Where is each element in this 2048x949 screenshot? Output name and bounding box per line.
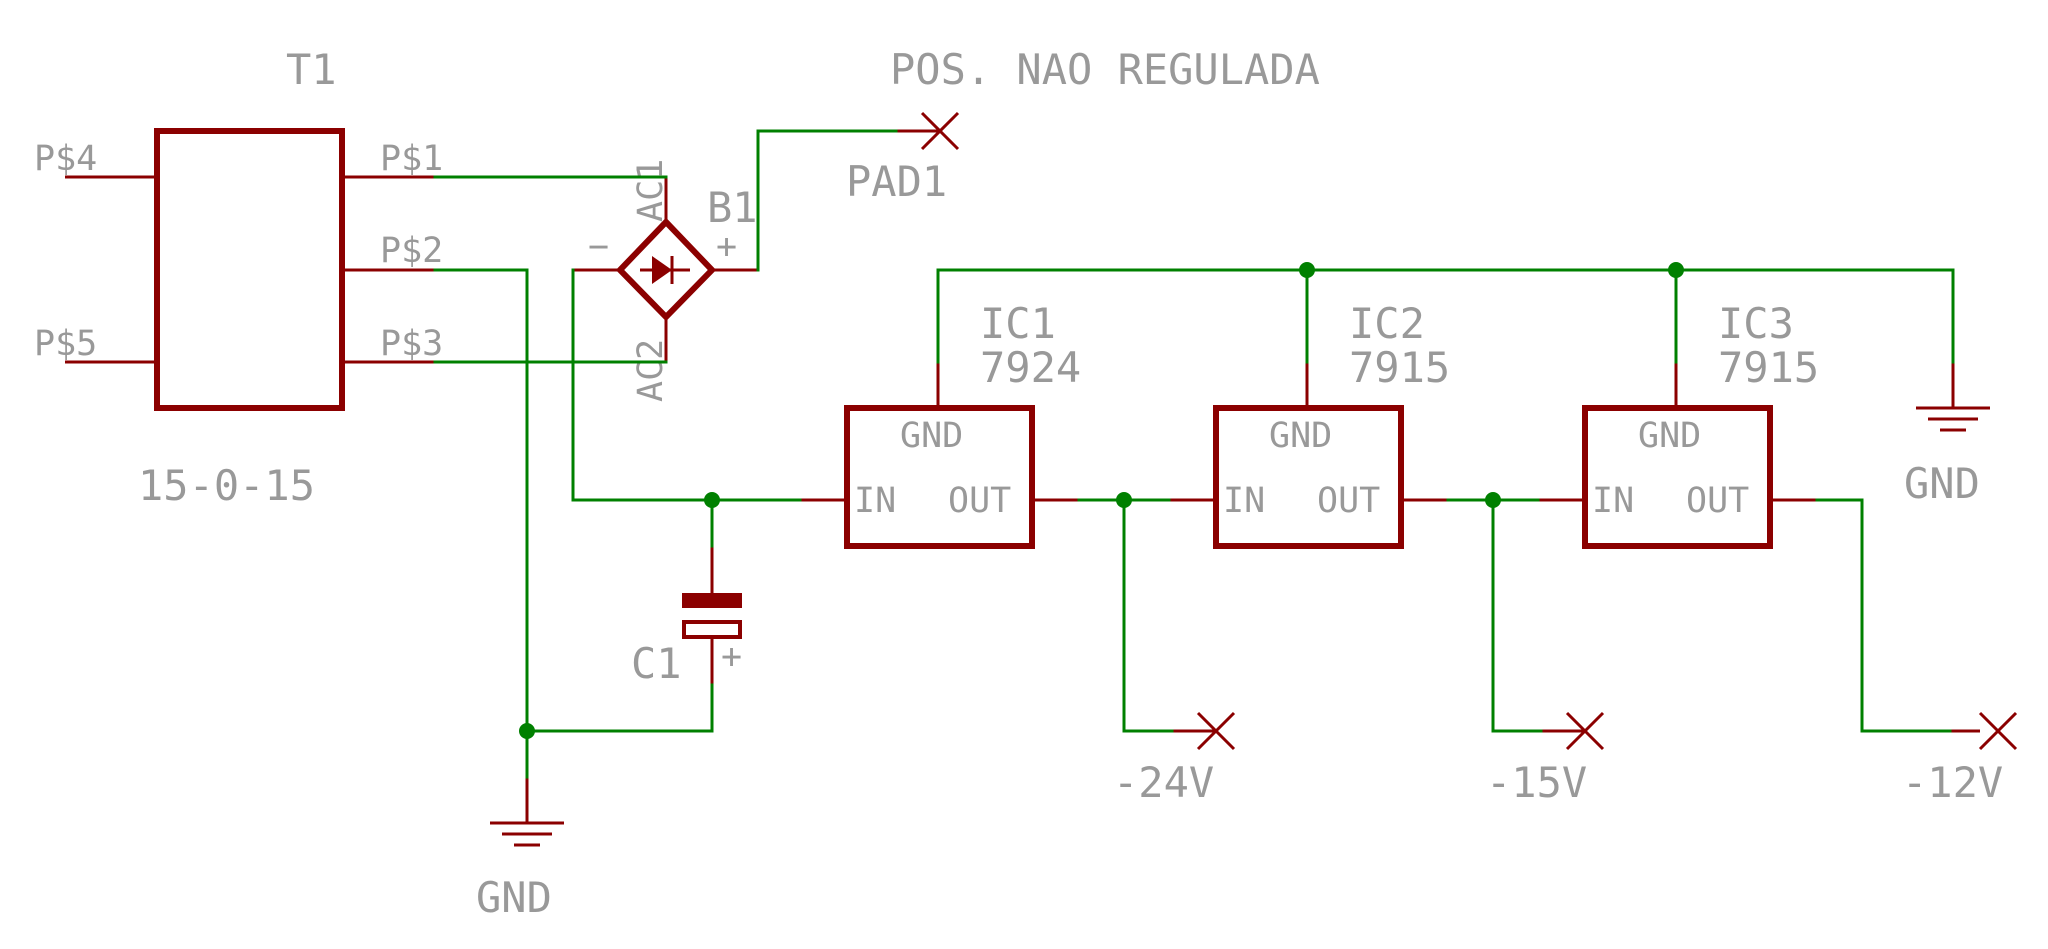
transformer-name: T1 xyxy=(286,45,337,94)
transformer-body xyxy=(154,128,345,411)
regulator-in-label: IN xyxy=(1592,481,1634,521)
capacitor-c1: C1 + xyxy=(631,546,742,688)
junction-dot xyxy=(1485,492,1501,508)
wire-p2-to-gnd xyxy=(433,268,529,779)
regulator-in-label: IN xyxy=(854,481,896,521)
ground-symbol-right: GND xyxy=(1904,362,1990,508)
regulator-value: 7924 xyxy=(980,343,1081,392)
capacitor-negative-plate xyxy=(682,593,742,608)
regulator-gnd-label: GND xyxy=(1638,416,1701,456)
output-label: -15V xyxy=(1486,758,1587,807)
pad-cross-2 xyxy=(920,111,960,151)
bridge-rectifier-b1: B1 AC1 AC2 − + xyxy=(573,159,758,402)
output-terminal-minus12v: -12V xyxy=(1902,711,2018,807)
regulator-name: IC1 xyxy=(980,299,1056,348)
output-terminal-minus15v: -15V xyxy=(1486,711,1605,807)
output-terminal-minus24v: -24V xyxy=(1113,711,1236,807)
regulator-gnd-label: GND xyxy=(1269,416,1332,456)
capacitor-positive-plate xyxy=(682,620,742,639)
bridge-name: B1 xyxy=(707,183,758,232)
transformer-value: 15-0-15 xyxy=(138,461,315,510)
output-label: -12V xyxy=(1902,758,2003,807)
wire-gnd-rail xyxy=(936,268,1955,364)
regulator-ic2: IC2 7915 GND IN OUT xyxy=(1169,299,1450,549)
wire-minus12v-output xyxy=(1815,498,1952,733)
regulator-ic3: IC3 7915 GND IN OUT xyxy=(1538,299,1819,549)
regulator-gnd-label: GND xyxy=(900,416,963,456)
capacitor-name: C1 xyxy=(631,639,682,688)
pin-p3-label: P$3 xyxy=(380,324,443,364)
transformer-t1: T1 15-0-15 P$4 P$5 P$1 P$2 P$3 xyxy=(34,45,443,510)
wire-minus15v-output xyxy=(1491,498,1543,733)
wire-plus-to-pad1 xyxy=(756,129,898,272)
regulator-out-label: OUT xyxy=(948,481,1011,521)
regulator-name: IC3 xyxy=(1718,299,1794,348)
wire-minus-to-ic1-in xyxy=(571,268,802,502)
regulator-ic1: IC1 7924 GND IN OUT xyxy=(800,299,1081,549)
bridge-ac2-label: AC2 xyxy=(631,339,671,402)
regulator-out-label: OUT xyxy=(1317,481,1380,521)
junction-dot xyxy=(1299,262,1315,278)
terminal-cross-2 xyxy=(1196,711,1236,751)
junction-dot xyxy=(704,492,720,508)
wire-capacitor-to-gnd xyxy=(525,683,714,733)
output-label: -24V xyxy=(1113,758,1214,807)
bridge-plus-label: + xyxy=(716,227,737,267)
pin-p1-label: P$1 xyxy=(380,139,443,179)
regulator-value: 7915 xyxy=(1718,343,1819,392)
terminal-cross-2 xyxy=(1565,711,1605,751)
ground-symbol-left: GND xyxy=(476,777,564,922)
junction-dot xyxy=(519,723,535,739)
ground-label: GND xyxy=(476,873,552,922)
junction-dot xyxy=(1116,492,1132,508)
regulator-value: 7915 xyxy=(1349,343,1450,392)
ground-label: GND xyxy=(1904,459,1980,508)
wire-minus24v-output xyxy=(1122,498,1174,733)
pad-net-label: POS. NAO REGULADA xyxy=(890,45,1320,94)
pin-p5-label: P$5 xyxy=(34,324,97,364)
wires xyxy=(433,129,1955,779)
terminal-cross-2 xyxy=(1978,711,2018,751)
pin-p4-label: P$4 xyxy=(34,139,97,179)
junction-dot xyxy=(1668,262,1684,278)
junctions xyxy=(519,262,1684,739)
bridge-ac1-label: AC1 xyxy=(631,159,671,222)
bridge-minus-label: − xyxy=(588,227,609,267)
pad1-terminal: PAD1 POS. NAO REGULADA xyxy=(846,45,1320,206)
pin-p2-label: P$2 xyxy=(380,231,443,271)
regulator-out-label: OUT xyxy=(1686,481,1749,521)
capacitor-polarity: + xyxy=(721,637,742,677)
regulator-in-label: IN xyxy=(1223,481,1265,521)
pad-name: PAD1 xyxy=(846,157,947,206)
regulator-name: IC2 xyxy=(1349,299,1425,348)
